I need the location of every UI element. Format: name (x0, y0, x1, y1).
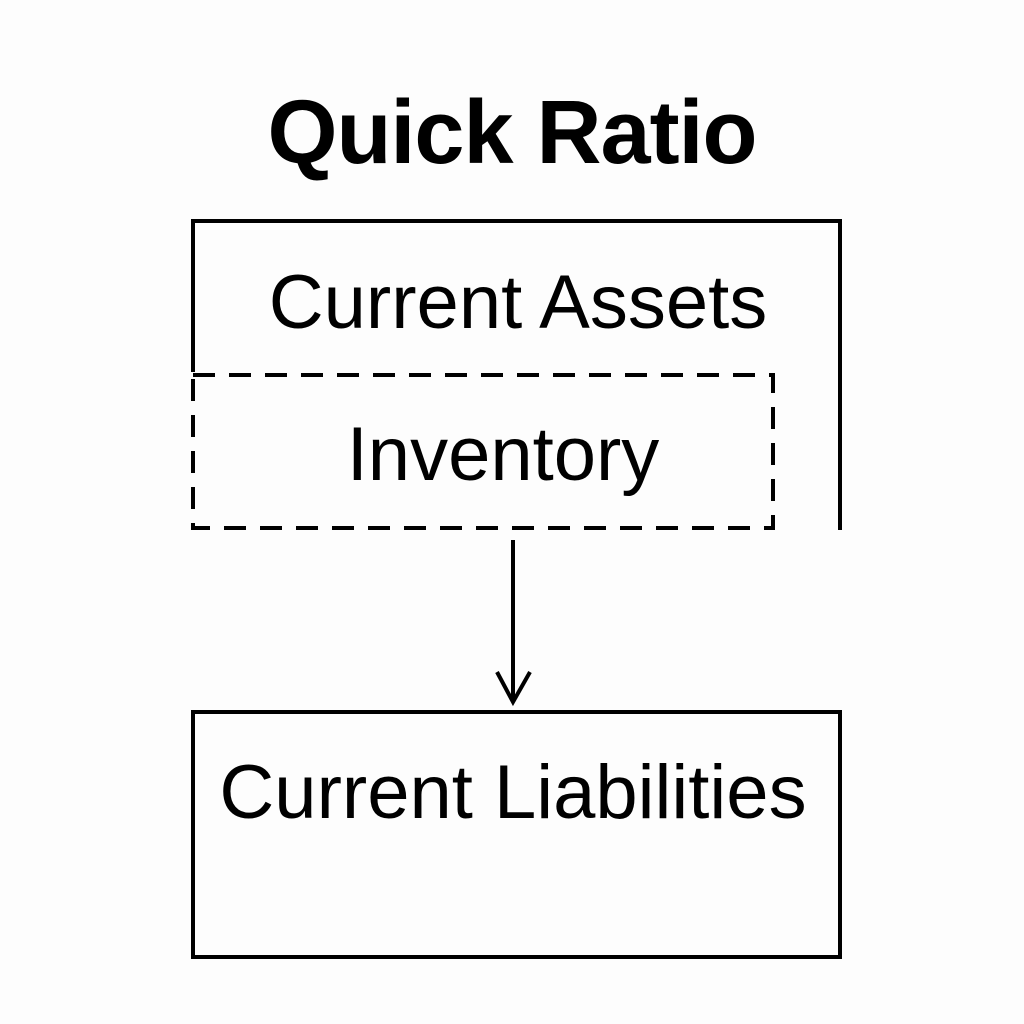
current-liabilities-label: Current Liabilities (219, 750, 807, 835)
diagram-title: Quick Ratio (267, 83, 757, 183)
current-assets-box (191, 219, 842, 530)
arrow-head-icon (495, 671, 532, 707)
current-assets-label: Current Assets (268, 260, 768, 345)
current-liabilities-box (191, 710, 842, 959)
inventory-dashed-box (191, 373, 775, 530)
inventory-label: Inventory (346, 412, 660, 497)
